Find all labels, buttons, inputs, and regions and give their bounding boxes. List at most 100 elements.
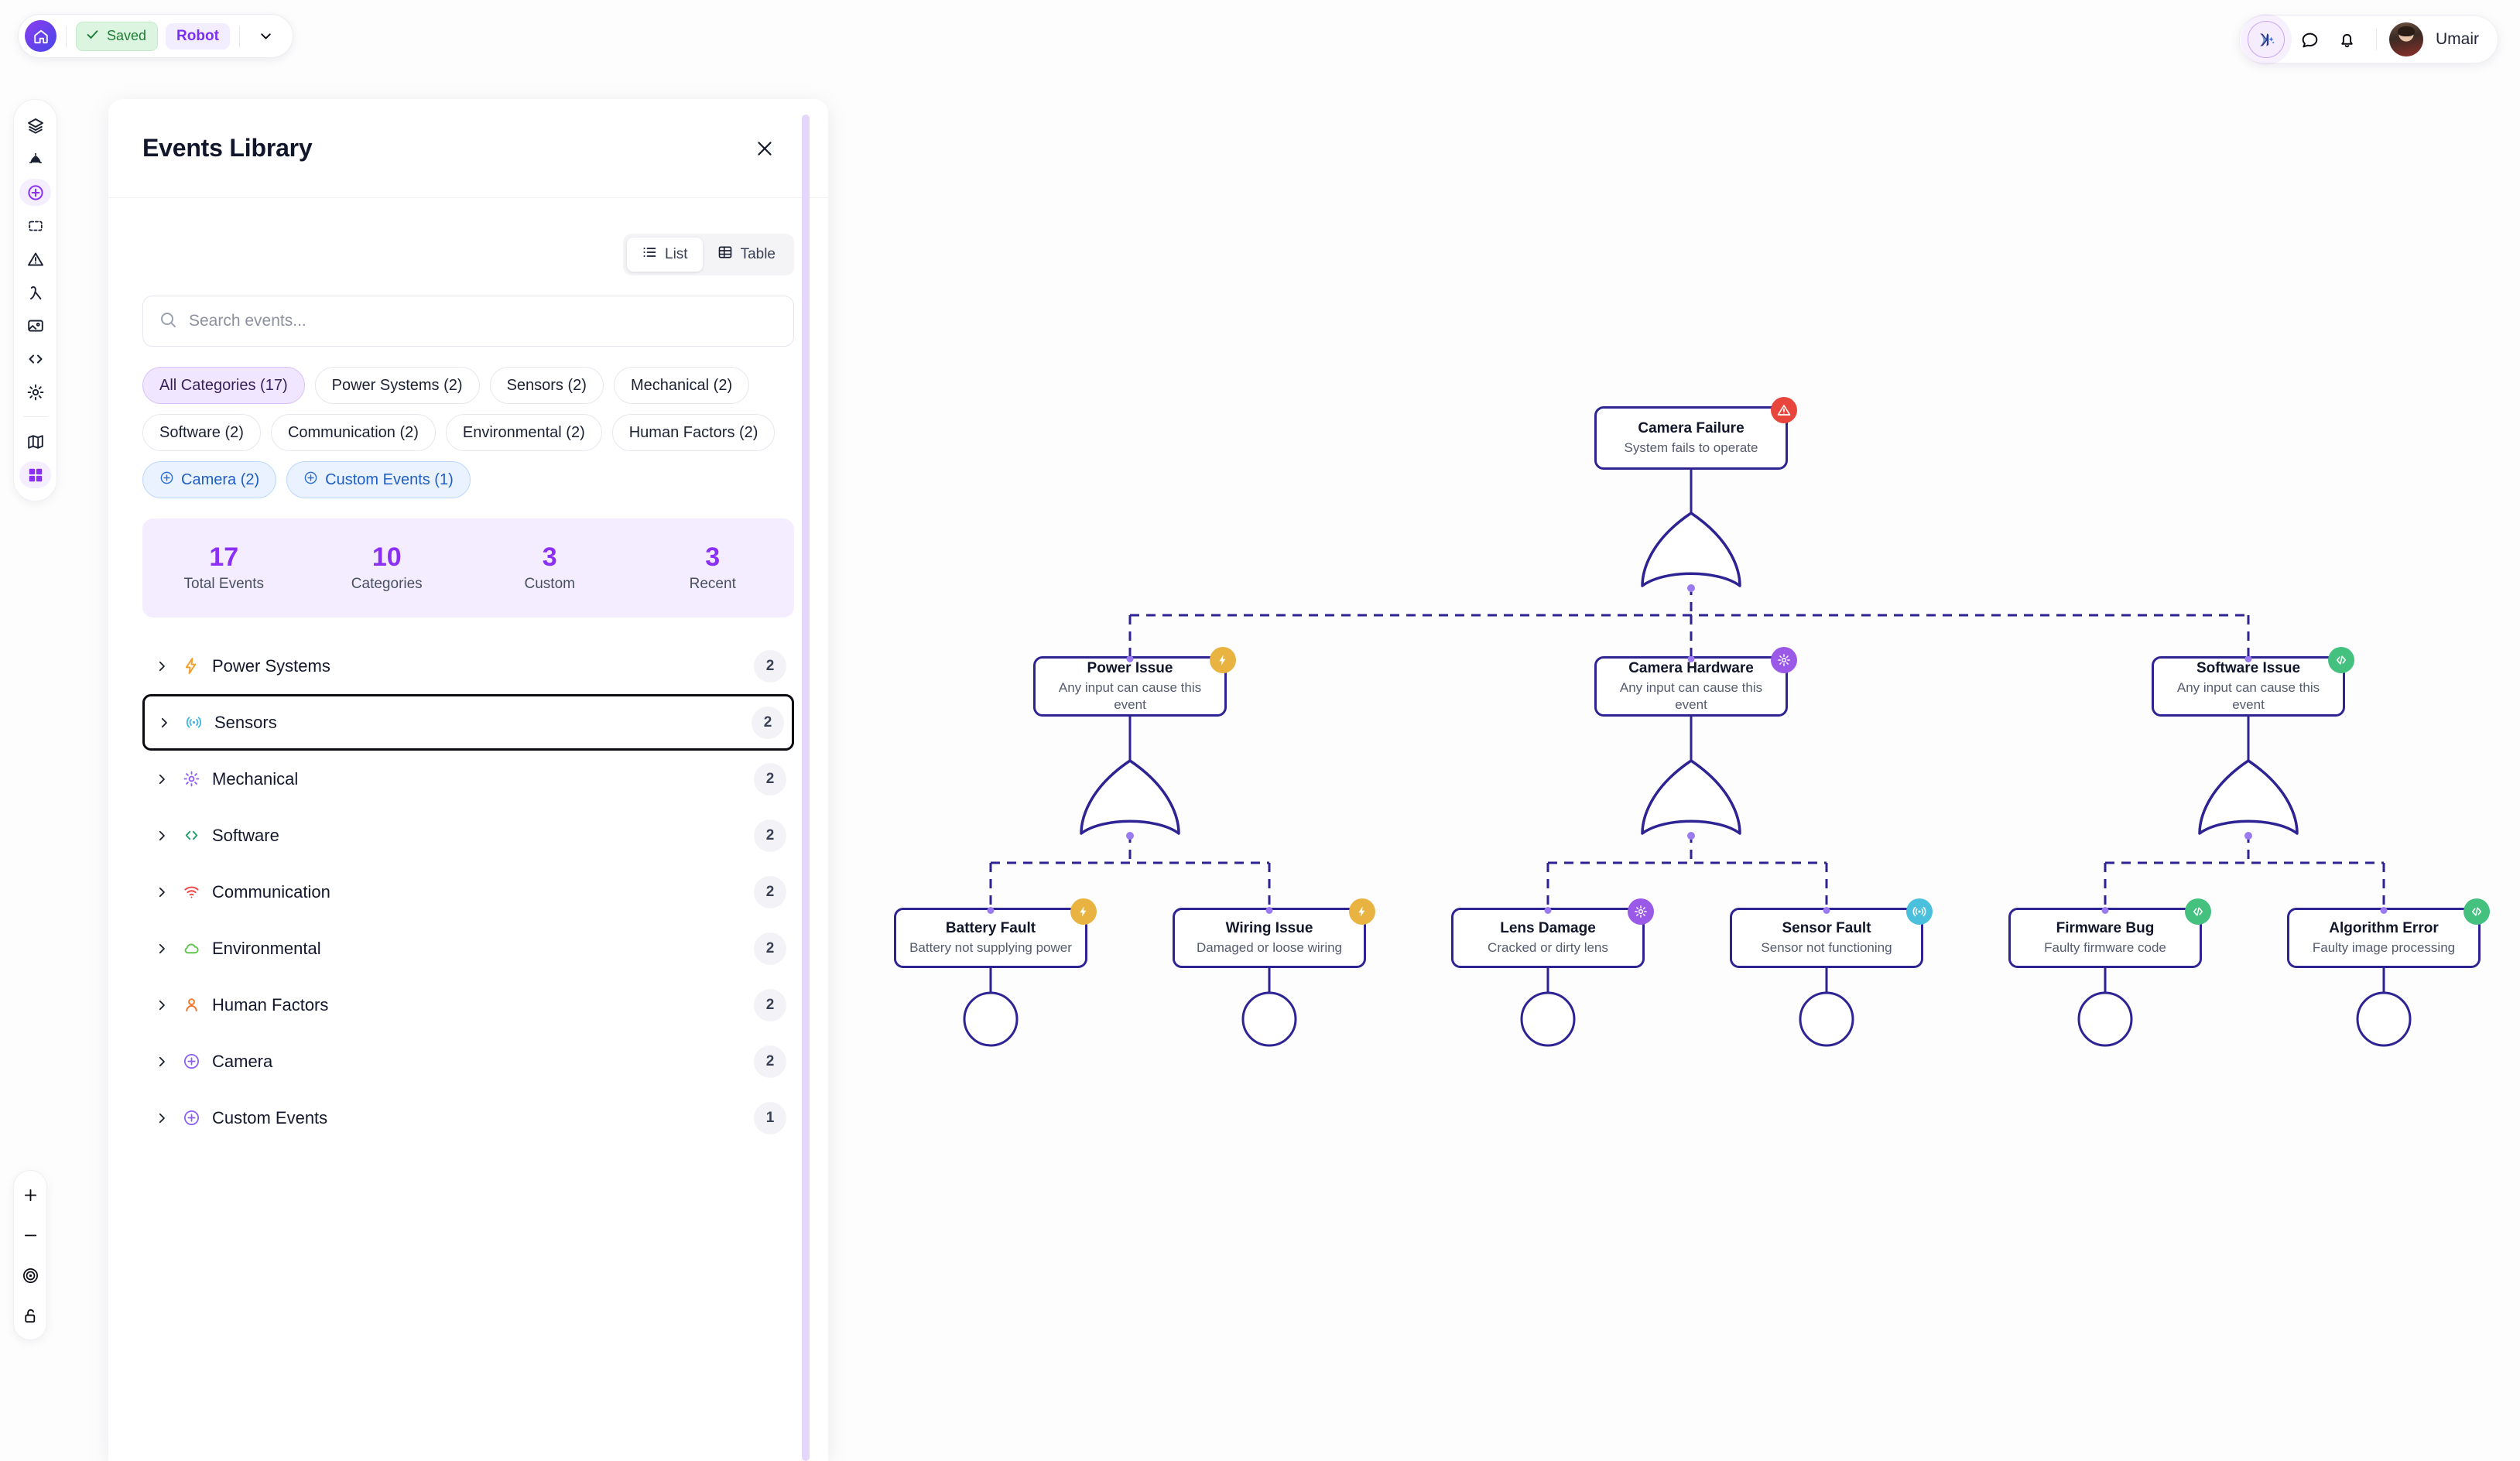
saved-label: Saved (107, 28, 147, 43)
chevron-down-icon[interactable] (251, 21, 282, 52)
chevron-right-icon[interactable] (149, 829, 175, 843)
project-name-chip[interactable]: Robot (166, 22, 230, 50)
node-input-port (1126, 655, 1134, 662)
filter-chip-sensors[interactable]: Sensors (2) (489, 367, 604, 404)
events-library-panel: Events Library List (108, 99, 828, 1461)
fault-tree-node-firmware-bug[interactable]: Firmware Bug Faulty firmware code (2008, 898, 2211, 968)
notification-bell-icon[interactable] (2330, 22, 2364, 56)
view-mode-table-button[interactable]: Table (703, 238, 790, 272)
category-row-sensors[interactable]: Sensors 2 (142, 694, 794, 751)
chevron-right-icon[interactable] (149, 659, 175, 673)
or-gate[interactable] (2198, 759, 2299, 840)
or-gate[interactable] (1080, 759, 1180, 840)
search-bar[interactable] (142, 296, 794, 347)
ai-sparkle-icon[interactable] (2248, 21, 2285, 58)
node-subtitle: Sensor not functioning (1761, 940, 1892, 956)
category-count: 2 (752, 706, 784, 739)
fault-tree-node-root[interactable]: Camera Failure System fails to operate (1594, 397, 1797, 470)
fault-tree-node-sensor-fault[interactable]: Sensor Fault Sensor not functioning (1730, 898, 1933, 968)
category-row-power-systems[interactable]: Power Systems 2 (142, 638, 794, 694)
rail-item-logic-gate[interactable] (19, 145, 51, 173)
category-row-camera[interactable]: Camera 2 (142, 1033, 794, 1090)
rail-item-warning[interactable] (19, 245, 51, 272)
search-input[interactable] (189, 312, 778, 330)
lock-icon[interactable] (16, 1302, 44, 1329)
close-icon[interactable] (749, 133, 780, 164)
filter-chip-power-systems[interactable]: Power Systems (2) (314, 367, 480, 404)
or-gate[interactable] (1641, 759, 1741, 840)
fault-tree-node-camera-hardware[interactable]: Camera Hardware Any input can cause this… (1594, 647, 1797, 717)
fault-tree-node-battery-fault[interactable]: Battery Fault Battery not supplying powe… (894, 898, 1097, 968)
node-title: Power Issue (1087, 659, 1173, 676)
fault-tree-node-software-issue[interactable]: Software Issue Any input can cause this … (2152, 647, 2354, 717)
node-subtitle: Cracked or dirty lens (1488, 940, 1608, 956)
toolbar-divider (238, 25, 240, 47)
category-count: 2 (754, 819, 786, 852)
fault-tree-node-lens-damage[interactable]: Lens Damage Cracked or dirty lens (1451, 898, 1654, 968)
category-row-software[interactable]: Software 2 (142, 807, 794, 864)
chevron-right-icon[interactable] (149, 1111, 175, 1125)
zoom-in-icon[interactable] (16, 1181, 44, 1209)
category-filter-chips: All Categories (17) Power Systems (2) Se… (142, 367, 794, 498)
rail-item-selection[interactable] (19, 212, 51, 239)
filter-chip-camera[interactable]: Camera (2) (142, 461, 277, 498)
filter-chip-communication[interactable]: Communication (2) (270, 414, 436, 451)
category-name: Camera (212, 1051, 273, 1071)
zoom-out-icon[interactable] (16, 1221, 44, 1249)
chevron-right-icon[interactable] (149, 942, 175, 956)
filter-chip-all-categories[interactable]: All Categories (17) (142, 367, 305, 404)
rail-item-layers[interactable] (19, 112, 51, 139)
stat-categories: 10 Categories (306, 542, 469, 592)
avatar[interactable] (2389, 22, 2423, 56)
rail-item-add-event[interactable] (19, 179, 51, 206)
signal-icon (1906, 898, 1933, 925)
table-icon (717, 245, 733, 265)
fault-tree-node-power-issue[interactable]: Power Issue Any input can cause this eve… (1033, 647, 1236, 717)
category-row-mechanical[interactable]: Mechanical 2 (142, 751, 794, 807)
panel-resize-handle[interactable] (802, 115, 810, 1461)
check-icon (85, 27, 100, 46)
rail-item-apps[interactable] (19, 461, 51, 488)
filter-chip-label: Communication (2) (287, 423, 419, 441)
filter-chip-mechanical[interactable]: Mechanical (2) (613, 367, 750, 404)
chevron-right-icon[interactable] (149, 998, 175, 1012)
node-subtitle: Any input can cause this event (1619, 680, 1763, 713)
basic-event-symbol[interactable] (963, 991, 2412, 1047)
rail-item-code[interactable] (19, 345, 51, 372)
category-name: Custom Events (212, 1107, 328, 1127)
node-title: Camera Failure (1638, 419, 1744, 436)
view-mode-list-button[interactable]: List (627, 238, 703, 272)
chevron-right-icon[interactable] (151, 716, 177, 730)
filter-chip-custom-events[interactable]: Custom Events (1) (286, 461, 471, 498)
rail-item-settings[interactable] (19, 378, 51, 405)
node-input-port (2380, 907, 2388, 914)
rail-item-lambda[interactable] (19, 279, 51, 306)
node-subtitle: Any input can cause this event (1058, 680, 1202, 713)
filter-chip-software[interactable]: Software (2) (142, 414, 261, 451)
category-row-environmental[interactable]: Environmental 2 (142, 920, 794, 977)
fault-tree-node-wiring-issue[interactable]: Wiring Issue Damaged or loose wiring (1173, 898, 1375, 968)
chevron-right-icon[interactable] (149, 885, 175, 899)
node-subtitle: Faulty image processing (2312, 940, 2456, 956)
chevron-right-icon[interactable] (149, 1055, 175, 1069)
or-gate[interactable] (1641, 512, 1741, 592)
fault-tree-node-algorithm-error[interactable]: Algorithm Error Faulty image processing (2287, 898, 2490, 968)
category-row-custom-events[interactable]: Custom Events 1 (142, 1090, 794, 1146)
category-name: Communication (212, 881, 330, 902)
category-count: 2 (754, 932, 786, 965)
filter-chip-human-factors[interactable]: Human Factors (2) (611, 414, 776, 451)
chevron-right-icon[interactable] (149, 772, 175, 786)
node-subtitle: Any input can cause this event (2176, 680, 2320, 713)
fit-to-screen-icon[interactable] (16, 1261, 44, 1289)
category-row-human-factors[interactable]: Human Factors 2 (142, 977, 794, 1033)
chat-bubble-icon[interactable] (2292, 22, 2327, 56)
category-row-communication[interactable]: Communication 2 (142, 864, 794, 920)
node-subtitle: Faulty firmware code (2044, 940, 2166, 956)
stat-value: 3 (542, 542, 557, 573)
filter-chip-environmental[interactable]: Environmental (2) (445, 414, 602, 451)
rail-item-image[interactable] (19, 312, 51, 339)
home-icon[interactable] (25, 20, 56, 52)
rail-item-map[interactable] (19, 428, 51, 455)
